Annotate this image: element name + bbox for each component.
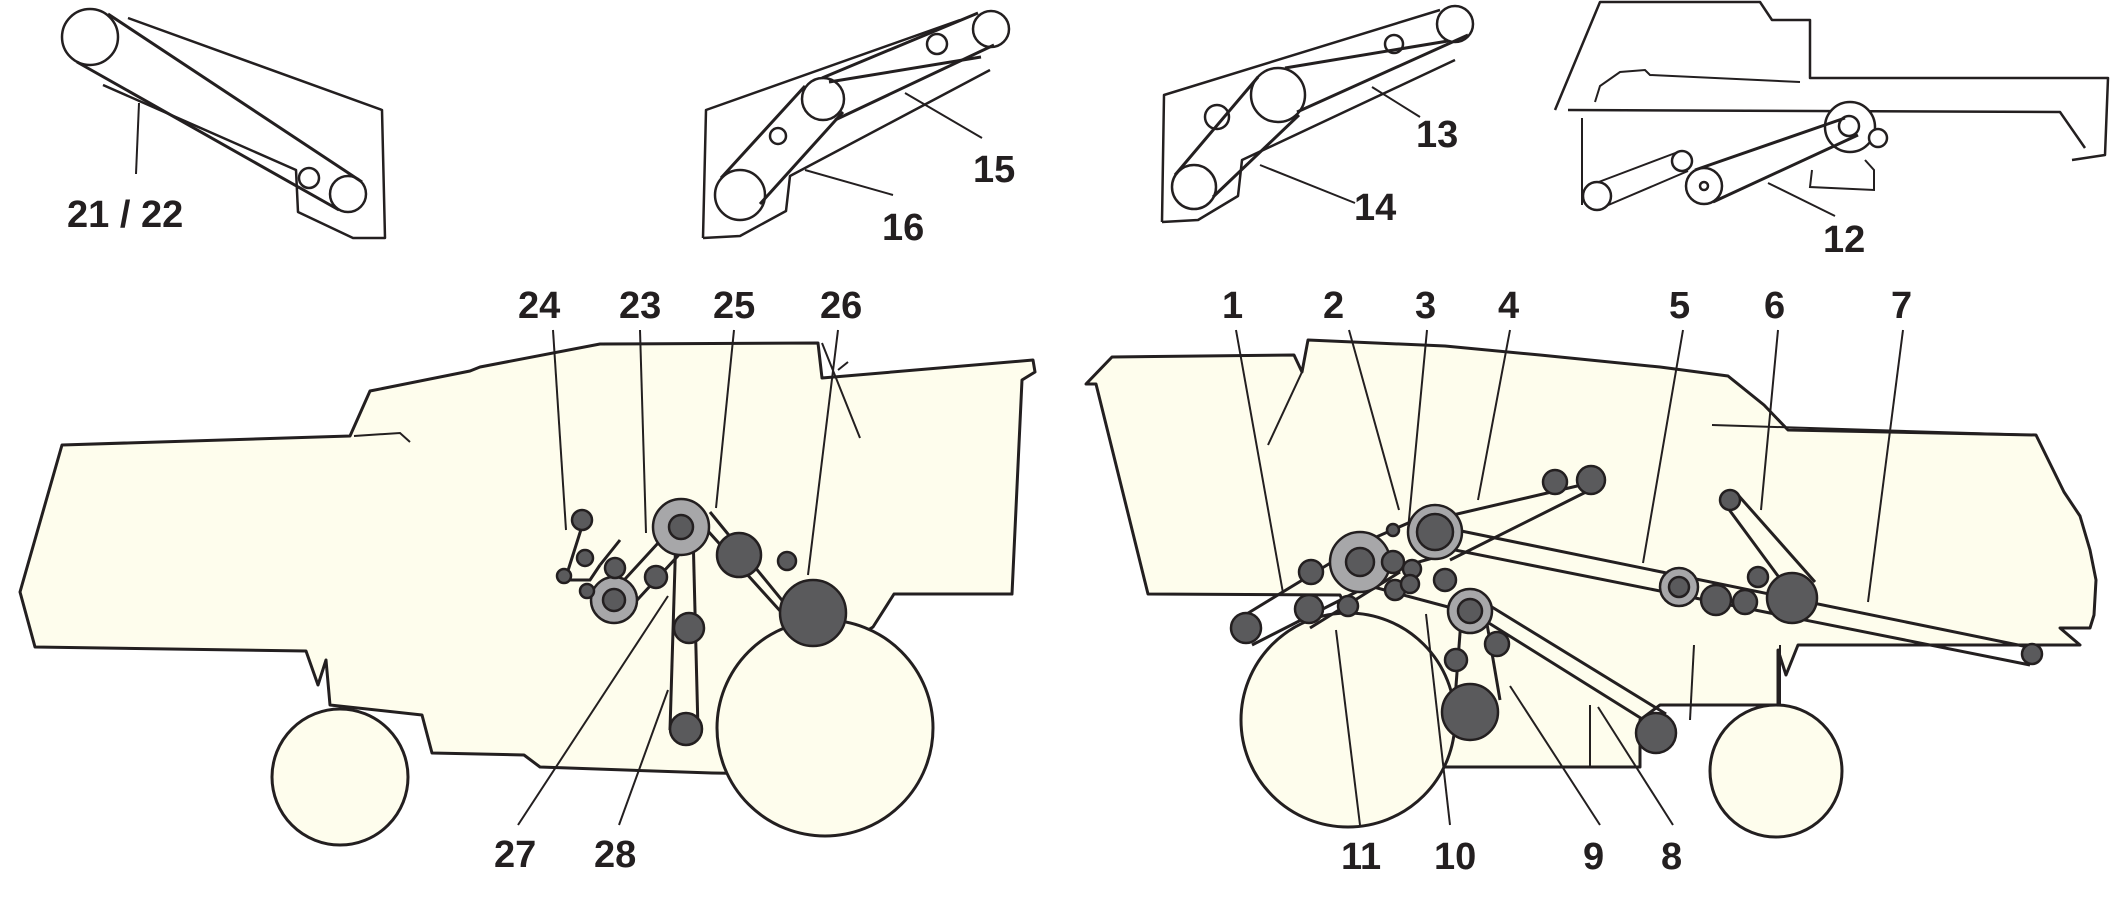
label-24: 24 bbox=[518, 285, 560, 327]
label-14: 14 bbox=[1354, 187, 1396, 229]
detail-belts-15-16 bbox=[701, 9, 1011, 240]
label-5: 5 bbox=[1669, 285, 1690, 327]
detail-belts-13-14 bbox=[1160, 4, 1475, 224]
detail-belt-12 bbox=[1553, 0, 2110, 217]
rear-wheel-left bbox=[270, 707, 410, 847]
label-26: 26 bbox=[820, 285, 862, 327]
rear-wheel-right bbox=[1708, 703, 1844, 839]
combine-right-view bbox=[1084, 329, 2098, 839]
label-7: 7 bbox=[1891, 285, 1912, 327]
label-16: 16 bbox=[882, 207, 924, 249]
label-3: 3 bbox=[1415, 285, 1436, 327]
label-15: 15 bbox=[973, 149, 1015, 191]
label-27: 27 bbox=[494, 834, 536, 876]
label-1: 1 bbox=[1222, 285, 1243, 327]
label-28: 28 bbox=[594, 834, 636, 876]
label-4: 4 bbox=[1498, 285, 1519, 327]
label-13: 13 bbox=[1416, 114, 1458, 156]
front-wheel-left bbox=[715, 618, 935, 838]
label-23: 23 bbox=[619, 285, 661, 327]
label-6: 6 bbox=[1764, 285, 1785, 327]
label-8: 8 bbox=[1661, 836, 1682, 878]
detail-belt-21-22 bbox=[60, 7, 387, 240]
label-9: 9 bbox=[1583, 836, 1604, 878]
label-2: 2 bbox=[1323, 285, 1344, 327]
label-11: 11 bbox=[1341, 836, 1381, 878]
label-21-22: 21 / 22 bbox=[67, 194, 183, 236]
combine-left-view bbox=[18, 329, 1037, 847]
label-10: 10 bbox=[1434, 836, 1476, 878]
label-25: 25 bbox=[713, 285, 755, 327]
label-12: 12 bbox=[1823, 219, 1865, 261]
